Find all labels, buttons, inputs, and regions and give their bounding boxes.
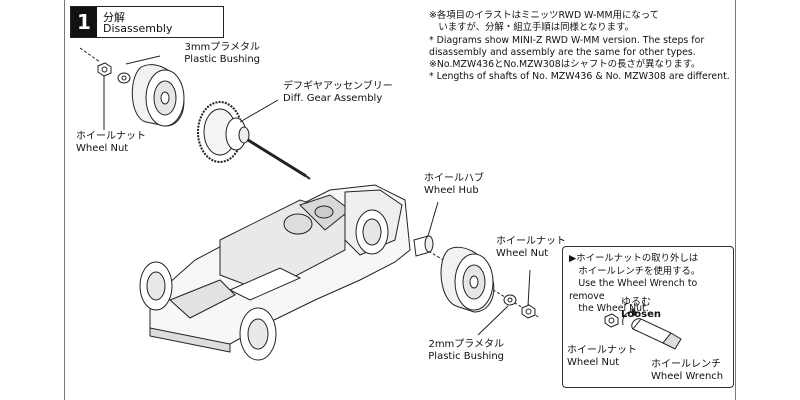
right-rear-wheel-part — [440, 246, 495, 313]
chassis-part — [149, 184, 411, 353]
label-diff: デフギヤアッセンブリー Diff. Gear Assembly — [283, 81, 393, 105]
loosen-jp: ゆるむ — [621, 297, 651, 308]
label-bushing3-jp: 3mmプラメタル — [184, 42, 260, 53]
note-line: * Lengths of shafts of No. MZW436 & No. … — [429, 71, 730, 83]
wheel-hub-part — [413, 235, 434, 257]
note-line: ※各項目のイラストはミニッツRWD W-MM用になって — [429, 10, 660, 21]
step-number: 1 — [71, 7, 97, 37]
callout-line: the Wheel Nut. — [569, 303, 649, 314]
step-header: 1 分解 Disassembly — [70, 6, 224, 38]
leader-bushing3 — [125, 55, 161, 65]
label-nut-right-jp: ホイールナット — [496, 236, 566, 247]
callout-nut-label: ホイールナット Wheel Nut — [567, 345, 637, 369]
label-bushing3-en: Plastic Bushing — [184, 54, 260, 65]
wrench-illustration — [604, 307, 682, 350]
label-bushing2: 2mmプラメタル Plastic Bushing — [396, 339, 504, 363]
label-diff-en: Diff. Gear Assembly — [283, 93, 383, 104]
left-rear-wheel-part — [131, 64, 185, 127]
label-diff-jp: デフギヤアッセンブリー — [283, 81, 393, 92]
leader-diff — [239, 99, 279, 123]
label-hub: ホイールハブ Wheel Hub — [424, 173, 484, 197]
axis-line-left — [79, 47, 101, 63]
callout-line: Use the Wheel Wrench to remove — [569, 278, 698, 302]
wheel-nut-right-part — [521, 304, 536, 319]
callout-nut-jp: ホイールナット — [567, 345, 637, 356]
callout-text: ▶ホイールナットの取り外しは ホイールレンチを使用する。 Use the Whe… — [569, 253, 733, 316]
chassis-front-left-wheel — [139, 261, 173, 311]
diff-shaft — [247, 138, 307, 178]
leader-nut-right — [527, 269, 531, 307]
callout-line: ホイールレンチを使用する。 — [569, 265, 701, 277]
label-nut-right: ホイールナット Wheel Nut — [496, 236, 566, 260]
label-hub-jp: ホイールハブ — [424, 173, 484, 184]
step-title-jp: 分解 — [103, 11, 125, 24]
step-title-en: Disassembly — [103, 22, 173, 35]
diff-gear-part — [197, 101, 250, 163]
label-nut-right-en: Wheel Nut — [496, 248, 549, 259]
label-nut-left: ホイールナット Wheel Nut — [76, 131, 146, 155]
loosen-en: Loosen — [621, 309, 661, 320]
plastic-bushing-3mm-part — [117, 72, 131, 84]
chassis-front-right-wheel — [239, 307, 277, 361]
label-bushing3: 3mmプラメタル Plastic Bushing — [150, 42, 260, 66]
note-line: いますが、分解・組立手順は同様となります。 — [429, 22, 634, 34]
callout-line: ▶ホイールナットの取り外しは — [569, 253, 699, 264]
callout-wheel-nut — [604, 313, 619, 328]
callout-wrench-label: ホイールレンチ Wheel Wrench — [651, 359, 723, 383]
leader-hub — [427, 201, 439, 237]
wheel-nut-left-part — [97, 62, 112, 77]
callout-nut-en: Wheel Nut — [567, 357, 620, 368]
callout-wrench-en: Wheel Wrench — [651, 371, 724, 382]
callout-wrench-jp: ホイールレンチ — [651, 359, 721, 370]
label-hub-en: Wheel Hub — [424, 185, 479, 196]
label-nut-left-jp: ホイールナット — [76, 131, 146, 142]
note-line: * Diagrams show MINI-Z RWD W-MM version.… — [429, 34, 705, 46]
label-bushing2-en: Plastic Bushing — [428, 351, 504, 362]
axis-line-right — [419, 245, 541, 319]
page-frame — [64, 0, 736, 400]
label-bushing2-jp: 2mmプラメタル — [428, 339, 504, 350]
label-nut-left-en: Wheel Nut — [76, 143, 129, 154]
plastic-bushing-2mm-part — [503, 294, 517, 306]
wrench-callout: ▶ホイールナットの取り外しは ホイールレンチを使用する。 Use the Whe… — [562, 246, 734, 388]
chassis-rear-wheel — [355, 209, 389, 255]
notes-block: ※各項目のイラストはミニッツRWD W-MM用になって いますが、分解・組立手順… — [429, 10, 730, 84]
leader-bushing2 — [477, 305, 509, 336]
loosen-label: ゆるむ Loosen — [621, 297, 661, 321]
note-line: disassembly and assembly are the same fo… — [429, 46, 696, 58]
note-line: ※No.MZW436とNo.MZW308はシャフトの長さが異なります。 — [429, 59, 701, 71]
